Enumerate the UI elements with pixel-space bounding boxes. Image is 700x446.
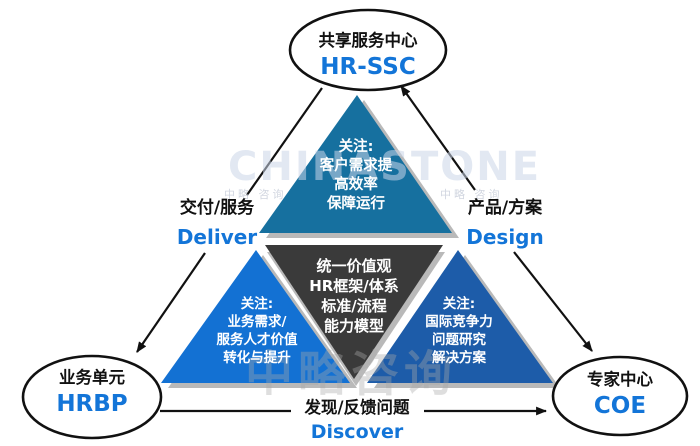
edge-label-design: 产品/方案 Design [440, 193, 570, 249]
coe-to-ssc-line-lower [513, 251, 593, 352]
right-triangle [367, 250, 553, 383]
center-triangle [265, 245, 443, 379]
hrbp-title: 业务单元 [59, 368, 125, 387]
ssc-to-hrbp-line-lower [136, 252, 206, 353]
center-triangle-line: 能力模型 [323, 317, 384, 335]
center-triangle-line: 标准/流程 [321, 297, 387, 315]
right-triangle-line: 解决方案 [432, 350, 486, 366]
edge-left-zh: 交付/服务 [179, 198, 255, 218]
coe-abbr: COE [593, 393, 647, 419]
edge-right-en: Design [466, 225, 544, 249]
coe-to-ssc-line-upper [400, 85, 476, 191]
ssc-ellipse [288, 8, 448, 92]
hrbp-abbr: HRBP [56, 391, 128, 417]
hrbp-ellipse [21, 354, 163, 440]
coe-ellipse [551, 355, 689, 437]
coe-title: 专家中心 [587, 370, 653, 389]
top-triangle [259, 95, 452, 233]
edge-right-zh: 产品/方案 [467, 198, 543, 218]
right-triangle-line: 关注: [442, 296, 476, 312]
center-triangle-text: 统一价值观 HR框架/体系 标准/流程 能力模型 [264, 256, 444, 336]
node-coe: 专家中心 COE [542, 366, 698, 419]
node-hrbp: 业务单元 HRBP [14, 364, 170, 417]
right-triangle-text: 关注: 国际竞争力 问题研究 解决方案 [379, 295, 539, 367]
ssc-to-hrbp-line-upper [246, 87, 323, 196]
edge-bottom-en: Discover [310, 421, 404, 443]
top-triangle-line: 关注: [338, 139, 374, 155]
top-triangle-text: 关注: 客户需求提 高效率 保障运行 [266, 138, 446, 214]
left-triangle [161, 250, 350, 383]
center-triangle-line: HR框架/体系 [309, 277, 399, 295]
left-triangle-line: 转化与提升 [223, 350, 291, 366]
ssc-title: 共享服务中心 [318, 31, 418, 50]
left-triangle-line: 关注: [240, 296, 274, 312]
edge-left-en: Deliver [176, 225, 258, 249]
connector-arrows [136, 85, 593, 416]
right-triangle-line: 国际竞争力 [425, 314, 493, 330]
ssc-abbr: HR-SSC [320, 54, 416, 80]
edge-bottom-zh: 发现/反馈问题 [304, 398, 410, 417]
top-triangle-line: 客户需求提 [319, 158, 393, 174]
node-ssc: 共享服务中心 HR-SSC [290, 27, 446, 80]
right-triangle-line: 问题研究 [432, 332, 486, 348]
edge-label-discover: 发现/反馈问题 Discover [277, 394, 437, 443]
edge-label-deliver: 交付/服务 Deliver [152, 193, 282, 249]
top-triangle-line: 高效率 [334, 177, 378, 193]
left-triangle-line: 服务人才价值 [216, 332, 298, 348]
top-triangle-line: 保障运行 [327, 196, 385, 212]
left-triangle-text: 关注: 业务需求/ 服务人才价值 转化与提升 [177, 295, 337, 367]
center-triangle-line: 统一价值观 [316, 257, 392, 275]
left-triangle-line: 业务需求/ [227, 314, 287, 330]
